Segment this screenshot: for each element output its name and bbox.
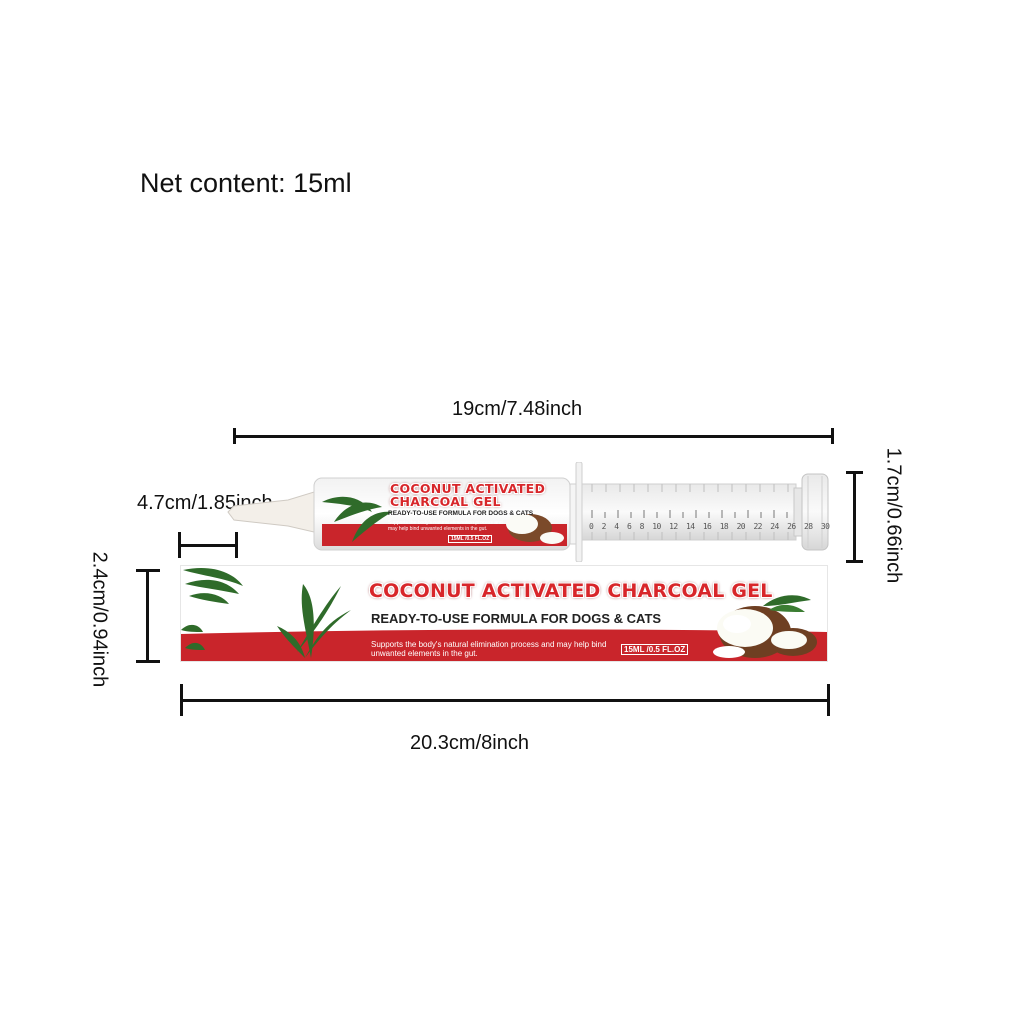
- syringe-brand-line2: CHARCOAL GEL: [390, 494, 501, 509]
- syringe-height-label: 1.7cm/0.66inch: [882, 447, 905, 584]
- product-box: COCONUT ACTIVATED CHARCOAL GEL READY-TO-…: [180, 565, 828, 662]
- syringe-description: Supports the body's natural elimination …: [388, 520, 503, 532]
- syringe-height-line: [853, 472, 856, 562]
- syringe-volume: 15ML /0.5 FL.OZ: [448, 535, 493, 543]
- syringe-length-label: 19cm/7.48inch: [452, 398, 583, 420]
- box-description: Supports the body's natural elimination …: [371, 640, 607, 658]
- syringe: [222, 461, 834, 563]
- box-volume: 15ML /0.5 FL.OZ: [621, 644, 689, 655]
- box-length-tick-left: [180, 684, 183, 716]
- syringe-scale-numbers: 0 2 4 6 8 10 12 14 16 18 20 22 24 26 28 …: [589, 522, 830, 531]
- box-height-label: 2.4cm/0.94inch: [88, 551, 111, 688]
- syringe-length-tick-left: [233, 428, 236, 444]
- tip-length-line: [179, 544, 237, 547]
- box-brand-title: COCONUT ACTIVATED CHARCOAL GEL: [369, 580, 773, 602]
- net-content-label: Net content: 15ml: [140, 168, 352, 198]
- syringe-height-tick-bottom: [846, 560, 863, 563]
- syringe-drawing: [227, 461, 829, 563]
- box-length-line: [181, 699, 829, 702]
- tip-length-tick-left: [178, 532, 181, 558]
- box-tagline: READY-TO-USE FORMULA FOR DOGS & CATS: [371, 611, 662, 626]
- syringe-height-tick-top: [846, 471, 863, 474]
- syringe-length-tick-right: [831, 428, 834, 444]
- box-length-tick-right: [827, 684, 830, 716]
- box-height-tick-bottom: [136, 660, 160, 663]
- syringe-brand-line1: COCONUT ACTIVATED: [390, 481, 546, 496]
- box-height-line: [146, 570, 149, 662]
- syringe-length-line: [234, 435, 834, 438]
- tip-length-tick-right: [235, 532, 238, 558]
- box-length-label: 20.3cm/8inch: [410, 732, 529, 754]
- box-height-tick-top: [136, 569, 160, 572]
- box-artwork: [181, 567, 827, 661]
- syringe-tagline: READY-TO-USE FORMULA FOR DOGS & CATS: [388, 510, 534, 517]
